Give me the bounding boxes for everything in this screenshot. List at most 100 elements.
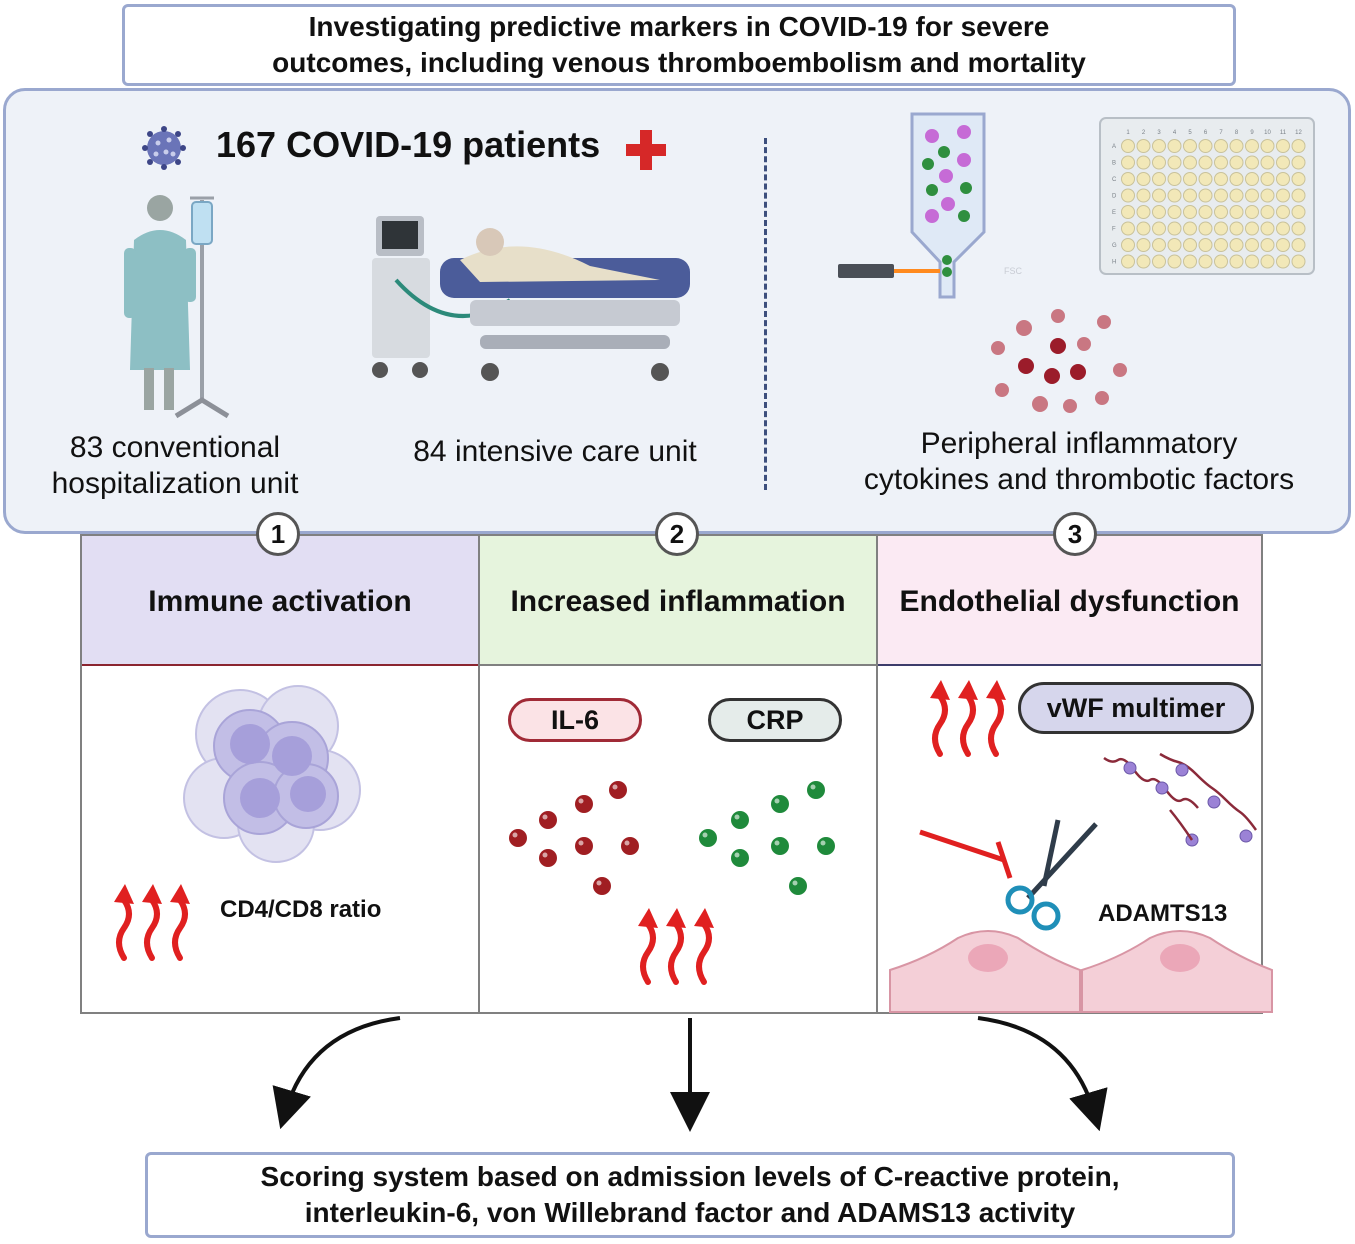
plate-well	[1136, 254, 1151, 269]
plate-well	[1229, 155, 1244, 170]
plate-well	[1214, 139, 1228, 153]
plate-row-label: F	[1112, 227, 1116, 233]
fsc-label: FSC	[1004, 266, 1023, 276]
virus-icon	[142, 126, 186, 170]
plate-well	[1136, 139, 1151, 153]
plate-well	[1260, 172, 1275, 186]
endothelial-cells-illustration	[889, 930, 1273, 1013]
plate-well	[1214, 221, 1228, 236]
plate-well	[1245, 172, 1259, 186]
plate-well	[1291, 238, 1306, 252]
plate-well	[1121, 139, 1135, 153]
plate-well	[1121, 221, 1135, 236]
plate-well	[1260, 205, 1275, 219]
il6-molecules	[509, 781, 639, 895]
plate-well	[1152, 155, 1166, 170]
medical-cross-icon	[626, 130, 666, 170]
plate-well	[1183, 254, 1197, 269]
plate-column-label: 2	[1142, 130, 1146, 136]
cytokine-dots-illustration	[991, 309, 1127, 413]
plate-well	[1229, 221, 1244, 236]
plate-column-label: 11	[1280, 130, 1287, 136]
plate-well	[1276, 188, 1290, 203]
plate-column-label: 1	[1126, 130, 1130, 136]
plate-well	[1260, 238, 1275, 252]
plate-well	[1229, 139, 1244, 153]
plate-well	[1291, 155, 1306, 170]
plate-well	[1121, 238, 1135, 252]
plate-well	[1152, 205, 1166, 219]
plate-column-label: 10	[1264, 130, 1271, 136]
pillar-inflammation-title: Increased inflammation	[480, 536, 876, 666]
plate-well	[1121, 254, 1135, 269]
plate-well	[1260, 254, 1275, 269]
plate-well	[1198, 221, 1213, 236]
patients-count: 167 COVID-19 patients	[216, 124, 601, 165]
increase-arrows-icon	[930, 680, 1006, 757]
plate-well	[1167, 155, 1182, 170]
plate-well	[1198, 172, 1213, 186]
plate-well	[1136, 221, 1151, 236]
plate-well	[1291, 221, 1306, 236]
plate-well	[1229, 238, 1244, 252]
plate-well	[1276, 172, 1290, 186]
plate-well	[1167, 205, 1182, 219]
plate-row-label: C	[1112, 177, 1117, 183]
plate-well	[1183, 139, 1197, 153]
study-title: Investigating predictive markers in COVI…	[122, 4, 1236, 86]
dashed-divider	[764, 138, 767, 490]
plate-well	[1291, 139, 1306, 153]
icu-label: 84 intensive care unit	[413, 435, 697, 468]
il6-badge: IL-6	[508, 698, 642, 742]
inhibition-arrow-icon	[919, 829, 1013, 879]
plate-column-label: 3	[1157, 130, 1161, 136]
plate-well	[1260, 139, 1275, 153]
plate-well	[1152, 188, 1166, 203]
plate-well	[1260, 188, 1275, 203]
t-cell-cluster-illustration	[183, 685, 361, 863]
plate-column-label: 7	[1219, 130, 1223, 136]
plate-well	[1121, 172, 1135, 186]
plate-well	[1198, 254, 1213, 269]
plate-well	[1245, 205, 1259, 219]
step-number-3: 3	[1053, 512, 1097, 556]
plate-well	[1276, 221, 1290, 236]
plate-well	[1276, 238, 1290, 252]
plate-column-label: 9	[1250, 130, 1254, 136]
plate-well	[1152, 172, 1166, 186]
plate-row-label: D	[1112, 194, 1117, 200]
step-number-2: 2	[655, 512, 699, 556]
plate-column-label: 12	[1295, 130, 1302, 136]
plate-well	[1260, 221, 1275, 236]
plate-row-label: E	[1112, 210, 1116, 216]
plate-well	[1198, 205, 1213, 219]
plate-well	[1276, 155, 1290, 170]
plate-well	[1183, 221, 1197, 236]
plate-well	[1229, 188, 1244, 203]
plate-well	[1214, 205, 1228, 219]
cd4-cd8-ratio-label: CD4/CD8 ratio	[220, 896, 382, 923]
plate-well	[1198, 139, 1213, 153]
plate-well	[1136, 172, 1151, 186]
plate-well	[1183, 238, 1197, 252]
plate-well	[1136, 155, 1151, 170]
plate-well	[1214, 254, 1228, 269]
plate-well	[1214, 155, 1228, 170]
plate-well	[1183, 205, 1197, 219]
plate-well	[1214, 188, 1228, 203]
plate-well	[1121, 205, 1135, 219]
scissors-icon	[1005, 819, 1098, 931]
plate-well	[1152, 139, 1166, 153]
increase-arrows-icon	[638, 908, 714, 985]
plate-well	[1198, 188, 1213, 203]
plate-well	[1136, 205, 1151, 219]
pillar-inflammation: Increased inflammation	[478, 534, 878, 1014]
plate-well	[1229, 205, 1244, 219]
step-number-1: 1	[256, 512, 300, 556]
plate-well	[1198, 238, 1213, 252]
patient-iv-illustration	[124, 195, 230, 419]
plate-well	[1167, 139, 1182, 153]
pillar-immune-title: Immune activation	[82, 536, 478, 666]
plate-well	[1152, 221, 1166, 236]
vwf-multimer-badge: vWF multimer	[1018, 682, 1254, 734]
